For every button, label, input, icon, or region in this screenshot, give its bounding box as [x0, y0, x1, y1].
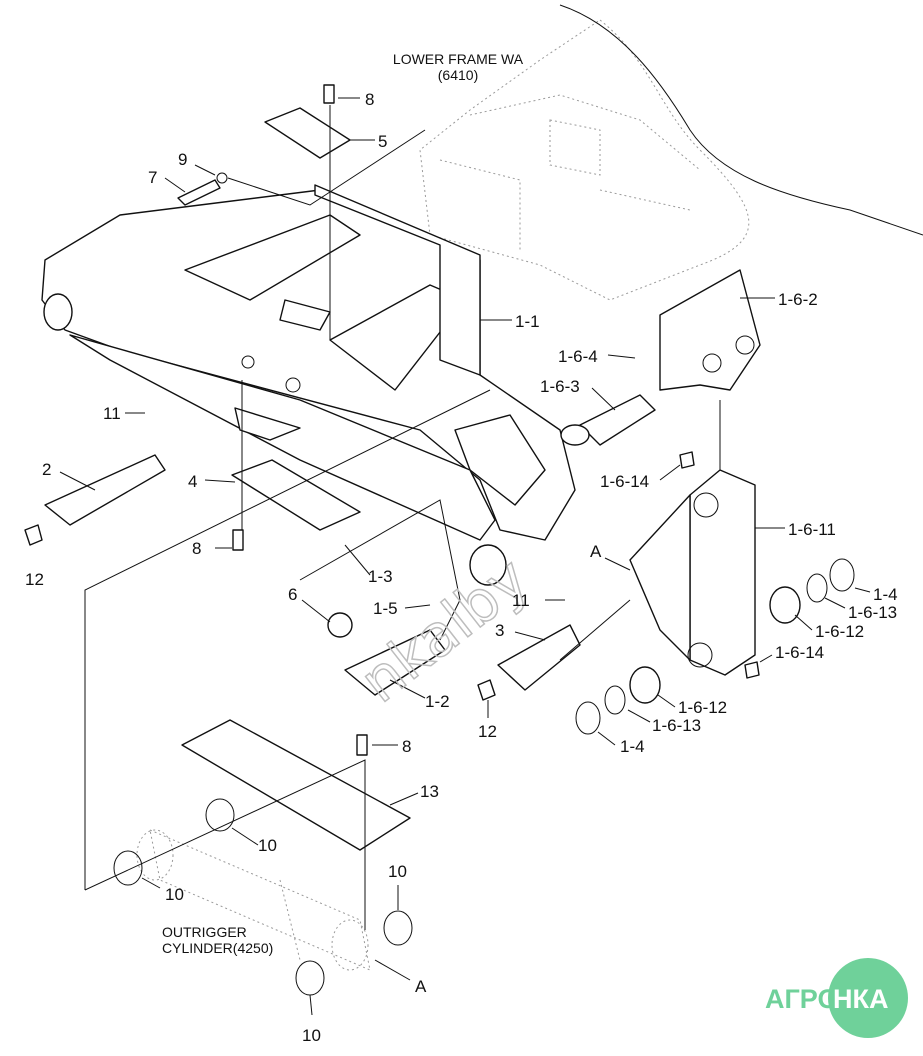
callout-label: 8 — [192, 539, 201, 558]
plate-4 — [231, 459, 361, 531]
callout-label: 1-6-3 — [540, 377, 580, 396]
brand-logo-right: НКА — [833, 984, 888, 1014]
pin-3 — [497, 624, 581, 691]
callout-label: 10 — [165, 885, 184, 904]
lower-frame-ghost — [419, 19, 750, 301]
callout-label: 13 — [420, 782, 439, 801]
link-1-6-11 — [689, 469, 756, 676]
pin-1-6-3 — [579, 394, 656, 446]
callout-label: 10 — [258, 836, 277, 855]
callout-label: 1-6-13 — [848, 603, 897, 622]
outrigger-cylinder-ghost — [136, 829, 371, 971]
callout-label: 1-6-14 — [600, 472, 649, 491]
callout-label: 1-1 — [515, 312, 540, 331]
callout-label: 1-6-14 — [775, 643, 824, 662]
callout-label: 12 — [25, 570, 44, 589]
bracket-1-6-2 — [659, 269, 761, 391]
callout-label: 1-6-4 — [558, 347, 598, 366]
callout-label: 1-5 — [373, 599, 398, 618]
outrigger-beam — [41, 184, 576, 586]
callout-label: 1-6-2 — [778, 290, 818, 309]
bolt-7 — [177, 179, 221, 206]
frame-outline — [559, 4, 923, 236]
ring-10-d — [295, 960, 325, 996]
ring-10-b — [113, 850, 143, 886]
plate-5 — [264, 107, 351, 159]
callout-label: 5 — [378, 132, 387, 151]
grease-nipple-12-left — [24, 524, 43, 546]
callout-labels: 8 5 9 7 1-1 1-6-2 1-6-4 1-6-3 11 2 4 1-6… — [25, 90, 898, 1045]
callout-label: 7 — [148, 168, 157, 187]
callout-label: 1-4 — [873, 585, 898, 604]
lower-frame-code: (6410) — [438, 67, 478, 83]
pin-2 — [44, 454, 166, 526]
washer-9 — [216, 172, 228, 184]
callout-label: 8 — [402, 737, 411, 756]
grease-nipple-12-right — [477, 679, 496, 701]
callout-label: 8 — [365, 90, 374, 109]
outrigger-title: OUTRIGGER — [162, 924, 247, 940]
outrigger-code: CYLINDER(4250) — [162, 940, 273, 956]
callout-label: 1-4 — [620, 737, 645, 756]
bolt-8-low — [356, 734, 368, 756]
callout-label: 1-6-11 — [788, 520, 836, 539]
callout-label: A — [590, 542, 602, 561]
callout-label: 12 — [478, 722, 497, 741]
callout-label: 1-3 — [368, 567, 393, 586]
callout-label: 3 — [495, 621, 504, 640]
callout-label: 1-6-13 — [652, 716, 701, 735]
plug-6 — [327, 612, 353, 638]
pin-1-2 — [344, 629, 446, 696]
ring-10-c — [383, 910, 413, 946]
callout-label: 2 — [42, 460, 51, 479]
bolt-8-top — [323, 84, 335, 104]
callout-label: 1-2 — [425, 692, 450, 711]
callout-label: 1-6-12 — [815, 622, 864, 641]
cover-13 — [181, 719, 411, 851]
bolt-8-mid — [232, 529, 244, 551]
callout-label: 4 — [188, 472, 197, 491]
callout-label: 9 — [178, 150, 187, 169]
callout-label: 11 — [103, 404, 121, 423]
brand-logo-circle — [828, 958, 908, 1038]
ring-10-a — [205, 798, 235, 832]
lower-frame-title: LOWER FRAME WA — [393, 51, 524, 67]
bushing-1-6-12-lower — [629, 666, 661, 704]
callout-label: 11 — [512, 591, 530, 610]
callout-label: 10 — [388, 862, 407, 881]
bushing-1-6-12-upper — [769, 586, 801, 624]
brand-logo-left: АГРО — [765, 984, 838, 1014]
callout-label: 6 — [288, 585, 297, 604]
callout-label: 10 — [302, 1026, 321, 1045]
callout-label: 1-6-12 — [678, 698, 727, 717]
callout-leaders — [59, 97, 871, 1016]
callout-label: A — [415, 977, 427, 996]
brand-logo: АГРО НКА — [765, 958, 908, 1038]
